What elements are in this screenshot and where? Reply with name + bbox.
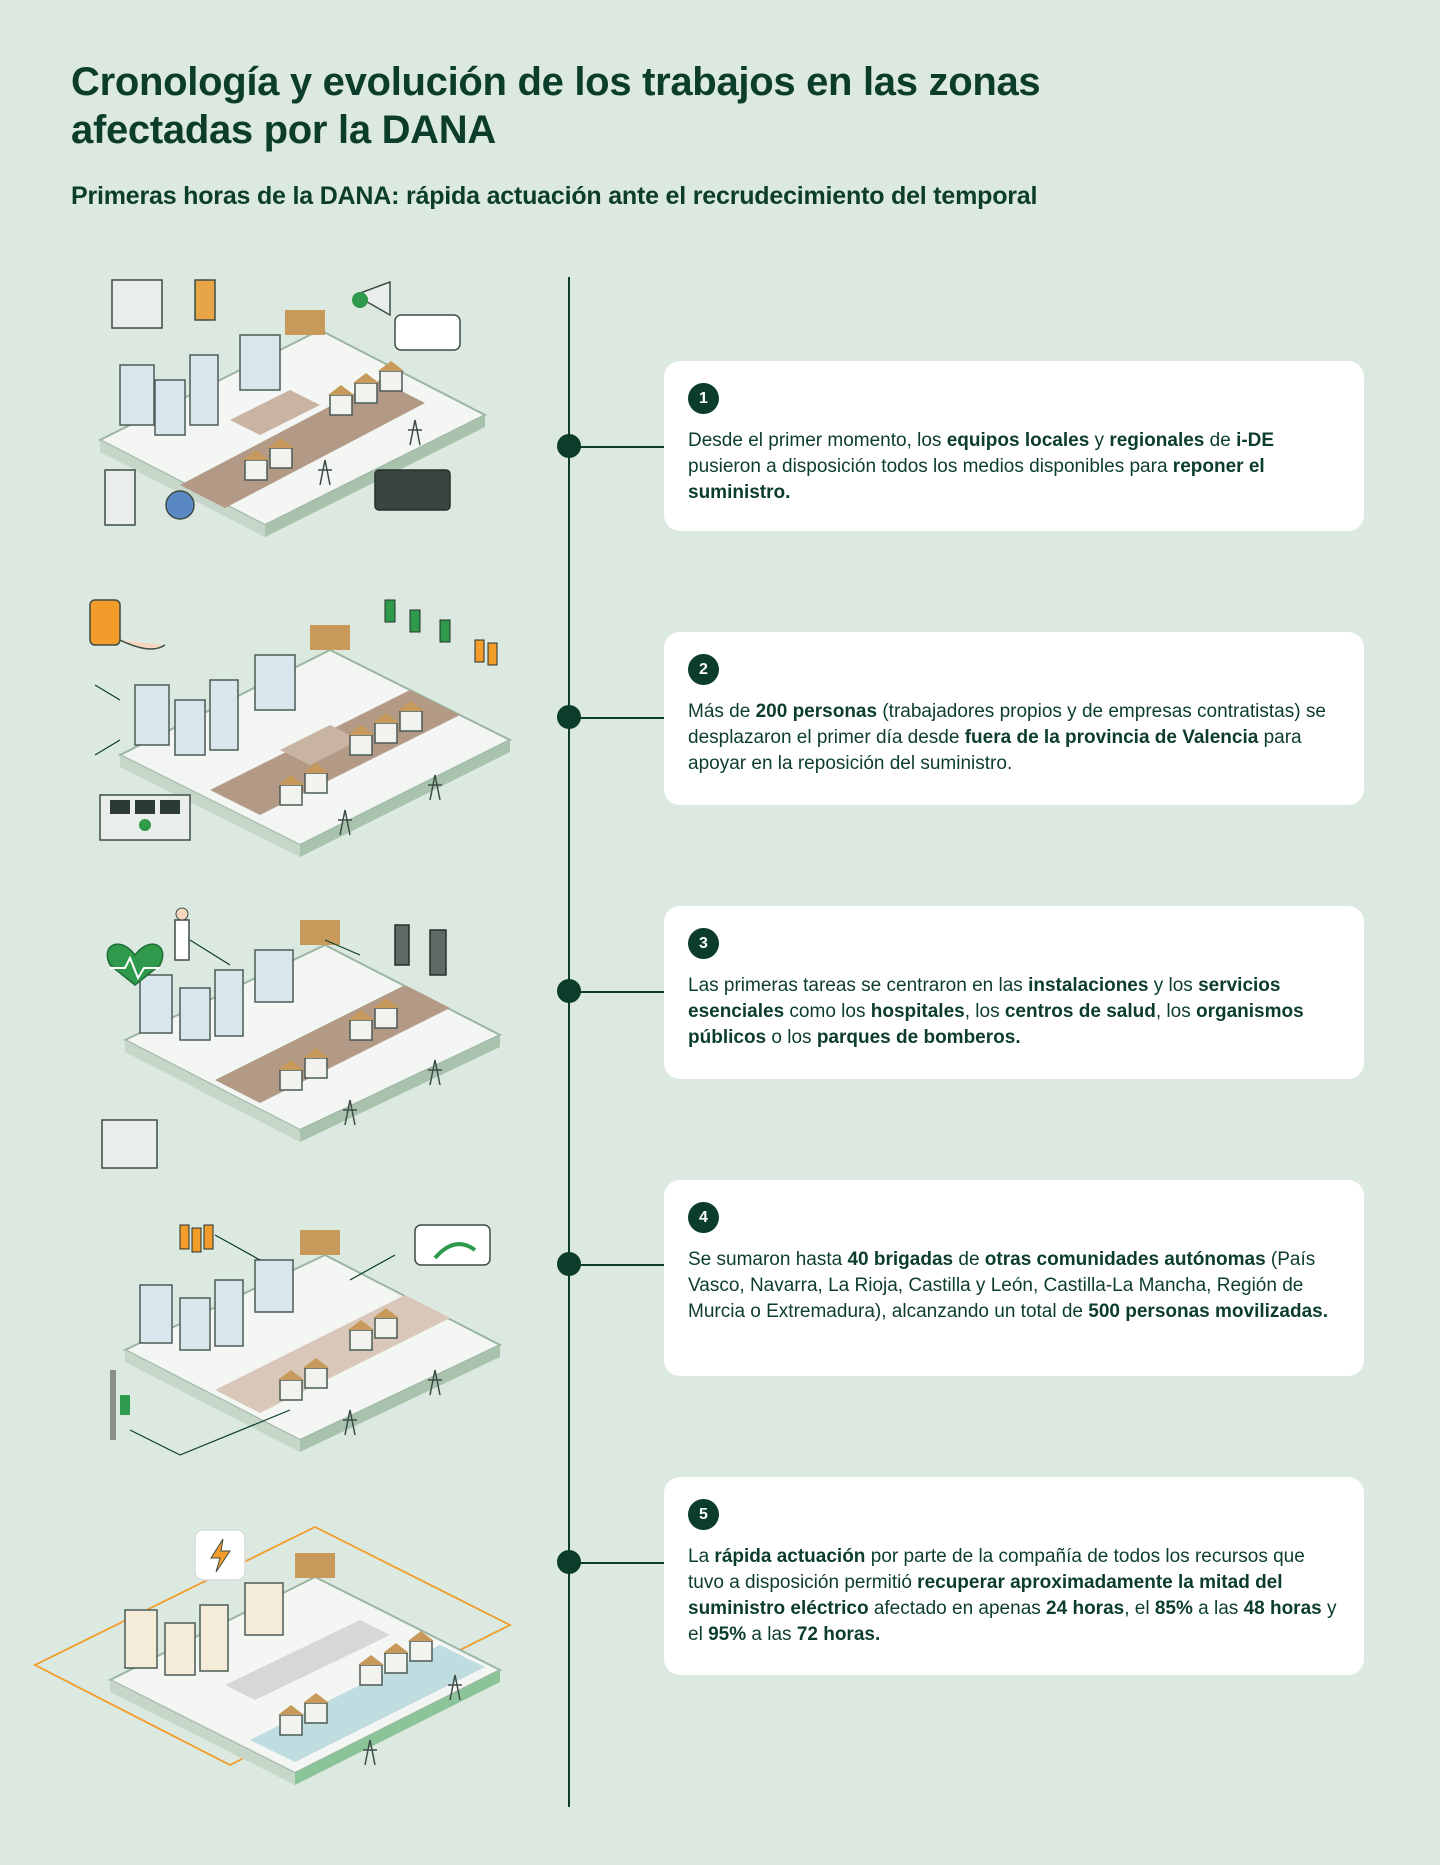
timeline-node-1	[557, 434, 581, 458]
body-text: por parte de la compañía de todos los re…	[688, 1546, 1305, 1593]
highlight-text: 48 horas	[1243, 1598, 1322, 1619]
timeline-node-2	[557, 705, 581, 729]
body-text: (trabajadores propios y de empresas cont…	[688, 701, 1326, 748]
flooded-town-illustration-1	[30, 270, 530, 560]
timeline-node-3	[557, 979, 581, 1003]
highlight-text: 95%	[708, 1624, 747, 1645]
highlight-text: rápida actuación	[714, 1546, 866, 1567]
restored-town-illustration	[30, 1515, 530, 1815]
body-text: afectado en apenas	[868, 1598, 1047, 1619]
highlight-text: instalaciones	[1028, 975, 1149, 996]
flooded-town-illustration-3	[30, 900, 530, 1190]
highlight-text: recuperar aproximadamente la mitad del s…	[688, 1572, 1283, 1619]
page-subtitle: Primeras horas de la DANA: rápida actuac…	[71, 182, 1038, 210]
body-text: a las	[1192, 1598, 1244, 1619]
body-text: y	[1089, 430, 1110, 451]
body-text: (País Vasco, Navarra, La Rioja, Castilla…	[688, 1249, 1316, 1322]
body-text: y los	[1148, 975, 1199, 996]
step-text-5: La rápida actuación por parte de la comp…	[688, 1544, 1340, 1648]
body-text: Más de	[688, 701, 756, 722]
step-number-badge-4: 4	[688, 1202, 719, 1233]
body-text: Se sumaron hasta	[688, 1249, 848, 1270]
body-text: para apoyar en la reposición del suminis…	[688, 727, 1302, 774]
timeline-node-4	[557, 1252, 581, 1276]
timeline-connector-1	[580, 446, 664, 448]
step-number-badge-3: 3	[688, 928, 719, 959]
body-text: de	[953, 1249, 985, 1270]
page-title: Cronología y evolución de los trabajos e…	[71, 60, 1041, 152]
highlight-text: 200 personas	[755, 701, 878, 722]
step-text-3: Las primeras tareas se centraron en las …	[688, 973, 1340, 1051]
highlight-text: fuera de la provincia de Valencia	[964, 727, 1259, 748]
step-number-badge-2: 2	[688, 654, 719, 685]
step-card-3: 3 Las primeras tareas se centraron en la…	[664, 906, 1364, 1079]
timeline-node-5	[557, 1550, 581, 1574]
body-text: Desde el primer momento, los	[688, 430, 947, 451]
body-text: , el	[1124, 1598, 1155, 1619]
highlight-text: 24 horas	[1046, 1598, 1125, 1619]
highlight-text: 500 personas movilizadas.	[1088, 1301, 1329, 1322]
step-text-1: Desde el primer momento, los equipos loc…	[688, 428, 1340, 506]
lightning-icon	[194, 1529, 246, 1581]
body-text: pusieron a disposición todos los medios …	[688, 456, 1173, 477]
step-card-1: 1 Desde el primer momento, los equipos l…	[664, 361, 1364, 531]
body-text: o los	[766, 1027, 817, 1048]
recovering-town-illustration	[30, 1210, 530, 1500]
body-text: Las primeras tareas se centraron en las	[688, 975, 1029, 996]
timeline-connector-3	[580, 991, 664, 993]
timeline-line	[568, 277, 570, 1807]
step-text-2: Más de 200 personas (trabajadores propio…	[688, 699, 1340, 777]
highlight-text: parques de bomberos.	[816, 1027, 1021, 1048]
highlight-text: hospitales	[870, 1001, 965, 1022]
highlight-text: organismos públicos	[688, 1001, 1304, 1048]
highlight-text: otras comunidades autónomas	[984, 1249, 1266, 1270]
body-text: a las	[746, 1624, 797, 1645]
highlight-text: equipos locales	[946, 430, 1090, 451]
timeline-connector-4	[580, 1264, 664, 1266]
step-text-4: Se sumaron hasta 40 brigadas de otras co…	[688, 1247, 1340, 1325]
highlight-text: reponer el suministro.	[688, 456, 1265, 503]
highlight-text: i-DE	[1236, 430, 1275, 451]
flooded-town-illustration-2	[30, 585, 530, 875]
body-text: de	[1204, 430, 1237, 451]
body-text: y el	[688, 1598, 1337, 1645]
body-text: La	[688, 1546, 715, 1567]
highlight-text: servicios esenciales	[688, 975, 1281, 1022]
timeline-connector-5	[580, 1562, 664, 1564]
highlight-text: centros de salud	[1004, 1001, 1156, 1022]
highlight-text: 72 horas.	[796, 1624, 881, 1645]
step-card-4: 4 Se sumaron hasta 40 brigadas de otras …	[664, 1180, 1364, 1376]
body-text: , los	[964, 1001, 1005, 1022]
body-text: , los	[1155, 1001, 1196, 1022]
step-number-badge-5: 5	[688, 1499, 719, 1530]
body-text: como los	[784, 1001, 871, 1022]
step-card-2: 2 Más de 200 personas (trabajadores prop…	[664, 632, 1364, 805]
highlight-text: 40 brigadas	[847, 1249, 954, 1270]
step-card-5: 5 La rápida actuación por parte de la co…	[664, 1477, 1364, 1675]
timeline-connector-2	[580, 717, 664, 719]
highlight-text: 85%	[1154, 1598, 1193, 1619]
highlight-text: regionales	[1109, 430, 1205, 451]
step-number-badge-1: 1	[688, 383, 719, 414]
